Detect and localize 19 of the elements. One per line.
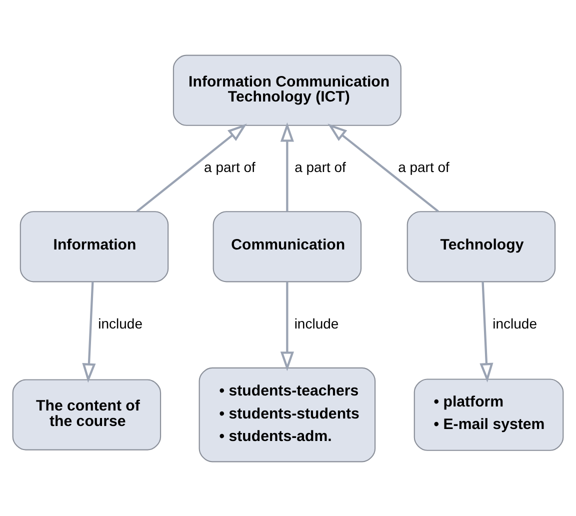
node-box: • platform • E-mail system [414,378,564,450]
edge-label: include [492,314,538,331]
node-box: Technology [406,210,556,282]
edge-label: include [98,314,143,331]
arrow [280,122,294,211]
edge-label: a part of [204,158,256,175]
edge-label: a part of [398,158,450,175]
arrow [136,123,247,212]
node-box: • students-teachers • students-students • students-adm. [198,366,376,462]
arrow [82,281,96,382]
node-box: Information Communication Technology (ICT) [172,54,402,126]
arrow [480,281,494,382]
arrow [280,281,294,371]
node-box: Communication [212,210,362,282]
edge-label: include [294,314,339,331]
edge-label: a part of [294,158,346,175]
node-box: Information [20,210,169,282]
arrow [328,123,439,212]
node-box: The content of the course [12,378,162,450]
